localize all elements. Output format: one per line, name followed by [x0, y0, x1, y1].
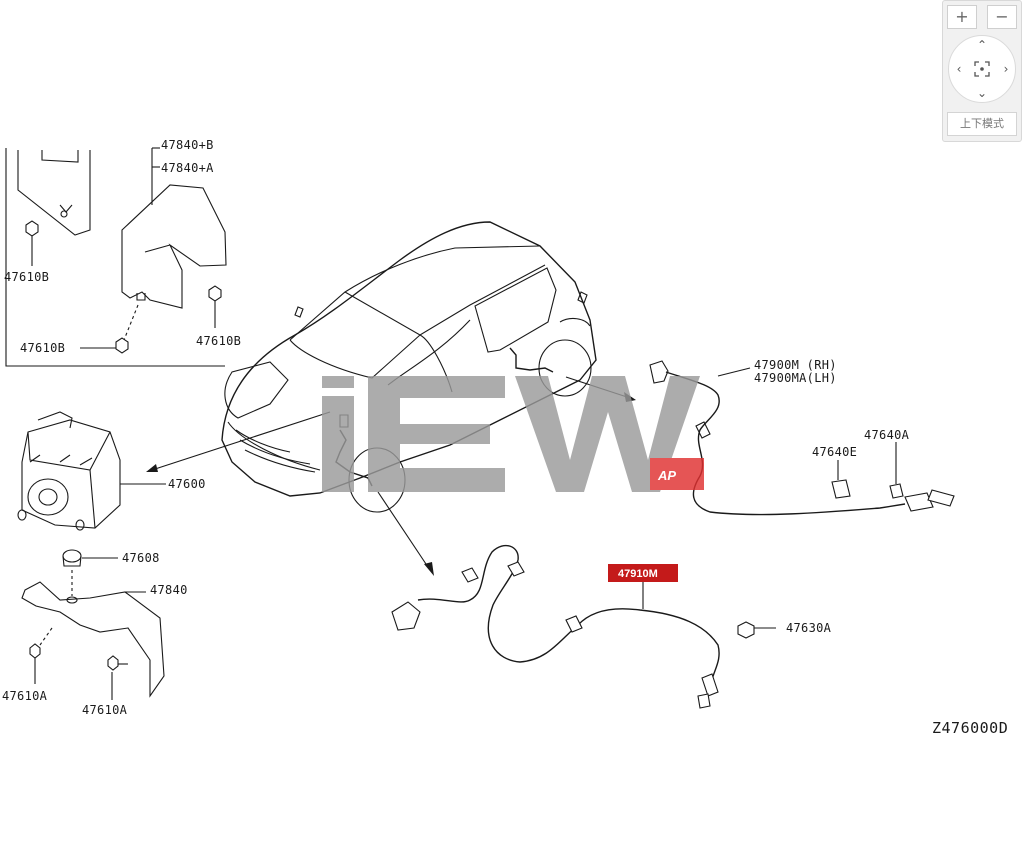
- label-47900m: 47900M (RH): [754, 358, 837, 372]
- label-47610b-1: 47610B: [4, 270, 49, 284]
- recenter-icon[interactable]: [973, 60, 991, 78]
- label-47610b-2: 47610B: [196, 334, 241, 348]
- label-47610b-3: 47610B: [20, 341, 65, 355]
- minus-icon: −: [995, 7, 1009, 26]
- diagram-code: Z476000D: [932, 719, 1008, 737]
- watermark: AP: [322, 376, 704, 492]
- chevron-up-icon[interactable]: ⌃: [976, 38, 988, 52]
- zoom-in-button[interactable]: +: [947, 5, 977, 29]
- zoom-widget: + − ⌃ ⌄ ‹ › 上下模式: [942, 0, 1022, 142]
- label-47610a-1: 47610A: [2, 689, 48, 703]
- label-47608: 47608: [122, 551, 160, 565]
- label-47610a-2: 47610A: [82, 703, 128, 717]
- label-47900ma: 47900MA(LH): [754, 371, 837, 385]
- watermark-badge: [650, 458, 704, 490]
- label-47600: 47600: [168, 477, 206, 491]
- label-47640a: 47640A: [864, 428, 910, 442]
- abs-actuator: [17, 411, 166, 531]
- pan-control: ⌃ ⌄ ‹ ›: [948, 35, 1016, 103]
- bracket-inset: [5, 147, 227, 367]
- label-47840a: 47840+A: [161, 161, 214, 175]
- label-47630a: 47630A: [786, 621, 832, 635]
- sensor-47910m: [391, 544, 776, 709]
- label-47910m[interactable]: 47910M: [618, 568, 658, 580]
- highlight-47910m: [608, 564, 678, 582]
- watermark-bar-2: [322, 396, 354, 492]
- zoom-out-button[interactable]: −: [987, 5, 1017, 29]
- label-47640e: 47640E: [812, 445, 857, 459]
- watermark-text: AP: [657, 468, 676, 483]
- watermark-e: [368, 376, 505, 492]
- watermark-bar-1: [322, 376, 354, 388]
- plus-icon: +: [955, 7, 969, 26]
- mode-toggle-button[interactable]: 上下模式: [947, 112, 1017, 136]
- chevron-left-icon[interactable]: ‹: [956, 62, 962, 76]
- chevron-right-icon[interactable]: ›: [1003, 62, 1009, 76]
- label-47840b: 47840+B: [161, 138, 214, 152]
- lower-bracket: [21, 549, 165, 700]
- chevron-down-icon[interactable]: ⌄: [976, 86, 988, 100]
- label-47840: 47840: [150, 583, 188, 597]
